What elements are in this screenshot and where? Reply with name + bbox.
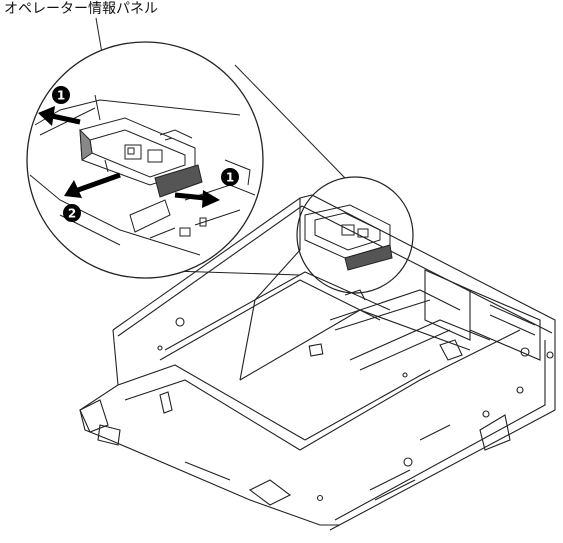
svg-text:2: 2 — [68, 207, 76, 221]
callout-1-right: 1 — [221, 168, 239, 186]
svg-text:1: 1 — [57, 89, 65, 103]
callout-2: 2 — [63, 204, 81, 222]
svg-text:1: 1 — [226, 171, 234, 185]
zoom-connector-top — [234, 64, 346, 179]
zoom-detail-circle — [26, 41, 264, 279]
arrows — [38, 106, 220, 208]
callout-1-left: 1 — [52, 86, 70, 104]
zoom-source-circle — [296, 176, 414, 294]
detail-view — [29, 94, 256, 256]
drive-cage-chassis — [79, 194, 556, 531]
diagram-title: オペレーター情報パネル — [4, 1, 158, 17]
release-tab — [154, 164, 203, 198]
operator-panel-installed — [304, 204, 393, 271]
